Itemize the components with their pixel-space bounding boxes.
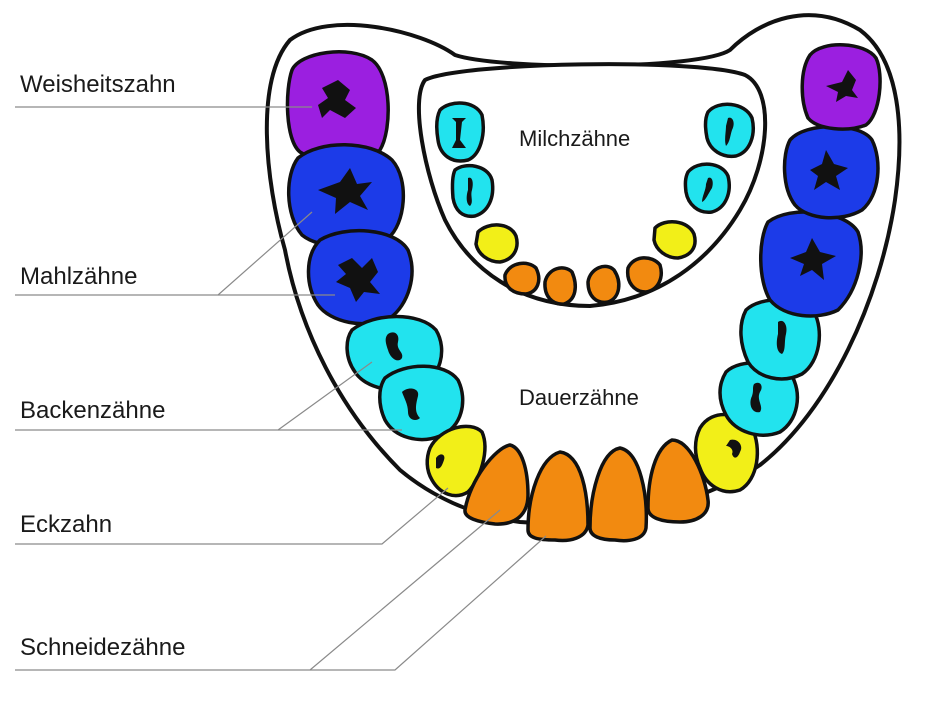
label-schneidezaehne: Schneidezähne [20, 634, 185, 661]
milchzaehne-label: Milchzähne [519, 126, 630, 151]
label-eckzahn: Eckzahn [20, 511, 112, 538]
leader-schneidezaehne-b [310, 535, 547, 671]
milchzahn-right-molar-1 [703, 102, 755, 159]
schneidezahn-4 [646, 438, 710, 524]
mahlzahn-right-1 [782, 124, 880, 220]
milchzahn-schneidezahn-1 [503, 261, 541, 296]
label-weisheitszahn: Weisheitszahn [20, 71, 176, 98]
milchzahn-schneidezahn-4 [625, 256, 663, 294]
milchzahn-left-molar-1 [434, 101, 485, 163]
weisheitszahn-right [800, 43, 882, 131]
schneidezahn-1 [463, 443, 530, 526]
weisheitszahn-left [285, 50, 390, 164]
milchzahn-left-eckzahn [474, 223, 519, 264]
backenzahn-right-2 [718, 360, 800, 437]
milchzahn-schneidezahn-3 [586, 264, 621, 305]
eckzahn-left [425, 424, 487, 498]
schneidezahn-3 [588, 446, 649, 543]
milchzahn-right-eckzahn [652, 220, 697, 260]
dauerzaehne-label: Dauerzähne [519, 385, 639, 410]
milchzahn-right-molar-2 [683, 162, 731, 214]
leader-eckzahn [15, 487, 449, 545]
milchzahn-schneidezahn-2 [543, 266, 578, 306]
schneidezahn-2 [526, 450, 590, 543]
label-mahlzaehne: Mahlzähne [20, 263, 137, 290]
label-backenzaehne: Backenzähne [20, 397, 165, 424]
milchzahn-left-molar-2 [450, 163, 495, 219]
mahlzahn-right-2 [759, 210, 863, 318]
mahlzahn-left-2 [306, 229, 414, 326]
